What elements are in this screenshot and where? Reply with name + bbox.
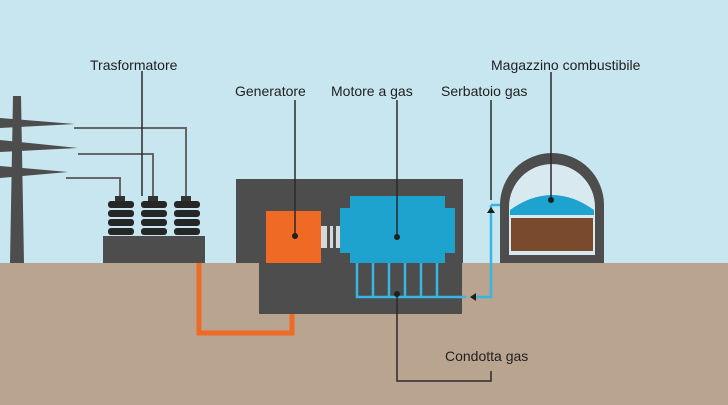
gas-manifold (355, 263, 466, 299)
label-gas-pipeline: Condotta gas (445, 348, 529, 364)
label-gas-tank: Serbatoio gas (441, 83, 528, 99)
coupling (321, 226, 341, 248)
label-fuel-storage: Magazzino combustibile (491, 57, 641, 73)
leader-lines (141, 71, 552, 382)
label-gas-engine: Motore a gas (331, 83, 413, 99)
transformer (103, 196, 205, 263)
label-transformer: Trasformatore (90, 57, 178, 73)
flow-arrows (470, 207, 495, 301)
leader-dots (292, 197, 554, 297)
gas-tank (510, 195, 594, 215)
label-generator: Generatore (235, 83, 306, 99)
power-lines (66, 127, 187, 196)
fuel-storage (500, 153, 604, 263)
power-pylon (0, 96, 78, 263)
